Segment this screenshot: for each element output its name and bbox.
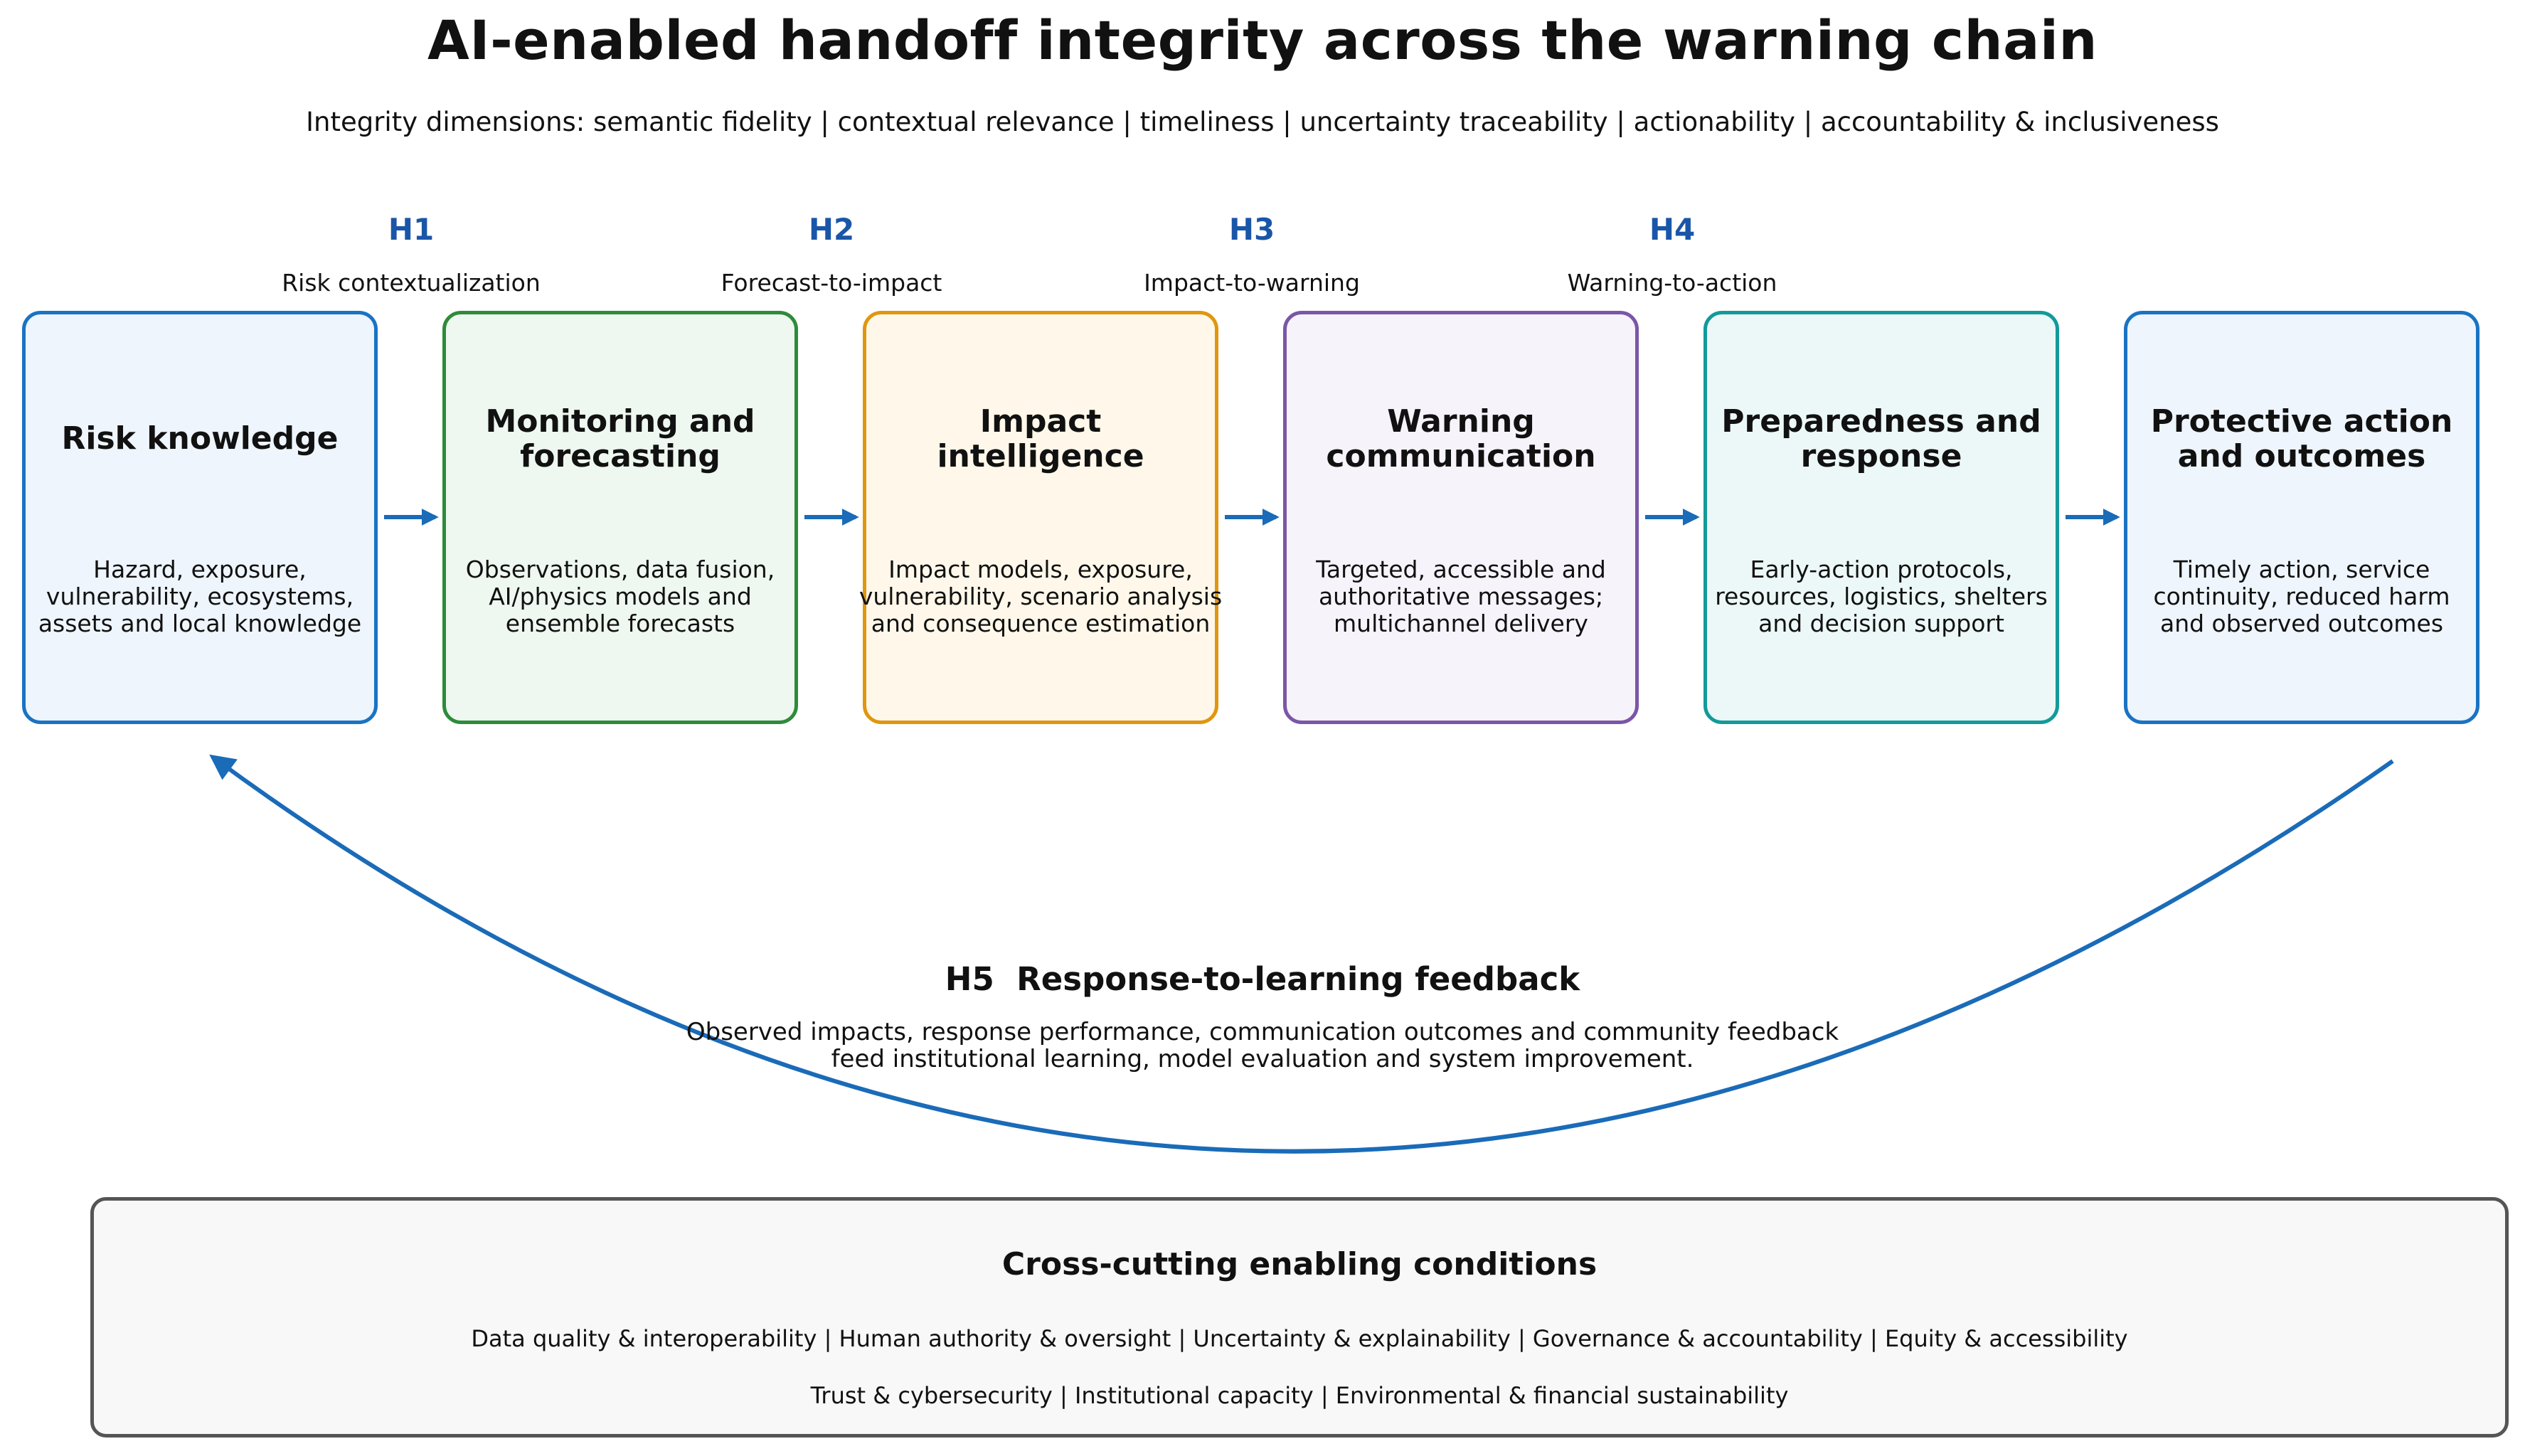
feedback-loop-arrow [209,754,2394,1154]
cross-cutting-line-1: Data quality & interoperability | Human … [471,1325,2128,1352]
stage-description: Hazard, exposure, vulnerability, ecosyst… [38,556,362,637]
stage-description: Impact models, exposure, vulnerability, … [859,556,1223,637]
cross-cutting-title: Cross-cutting enabling conditions [1001,1246,1598,1282]
stage-protective-action: Protective action and outcomes Timely ac… [2124,311,2479,724]
feedback-description: Observed impacts, response performance, … [686,1018,1839,1074]
stage-title: Impact intelligence [937,403,1144,474]
stage-description: Targeted, accessible and authoritative m… [1316,556,1606,637]
stage-impact-intelligence: Impact intelligence Impact models, expos… [859,311,1222,724]
stage-description: Early-action protocols, resources, logis… [1715,556,2048,637]
handoff-code-h1: H1 [388,212,435,247]
handoff-label-h3: Impact-to-warning [1144,269,1360,297]
diagram-title: AI-enabled handoff integrity across the … [427,9,2098,72]
stage-title: Monitoring and forecasting [485,403,755,474]
handoff-label-h4: Warning-to-action [1567,269,1777,297]
stage-title: Risk knowledge [61,420,339,457]
cross-cutting-line-2: Trust & cybersecurity | Institutional ca… [810,1382,1789,1409]
integrity-dimensions: Integrity dimensions: semantic fidelity … [306,107,2219,137]
feedback-title-text: Response-to-learning feedback [1016,960,1580,998]
handoff-code-h2: H2 [808,212,855,247]
handoff-code-h4: H4 [1649,212,1696,247]
stage-monitoring-forecasting: Monitoring and forecasting Observations,… [442,311,798,724]
stage-risk-knowledge: Risk knowledge Hazard, exposure, vulnera… [22,311,378,724]
stage-description: Observations, data fusion, AI/physics mo… [465,556,775,637]
feedback-code: H5 [945,960,994,998]
stage-preparedness-response: Preparedness and response Early-action p… [1703,311,2059,724]
cross-cutting-conditions-panel: Cross-cutting enabling conditions Data q… [90,1197,2509,1438]
stage-title: Preparedness and response [1721,403,2041,474]
feedback-title: H5 Response-to-learning feedback [0,960,2525,998]
stage-title: Warning communication [1326,403,1596,474]
handoff-label-h2: Forecast-to-impact [721,269,942,297]
handoff-code-h3: H3 [1228,212,1275,247]
handoff-label-h1: Risk contextualization [282,269,541,297]
stage-warning-communication: Warning communication Targeted, accessib… [1283,311,1639,724]
stage-description: Timely action, service continuity, reduc… [2153,556,2450,637]
stage-title: Protective action and outcomes [2150,403,2453,474]
